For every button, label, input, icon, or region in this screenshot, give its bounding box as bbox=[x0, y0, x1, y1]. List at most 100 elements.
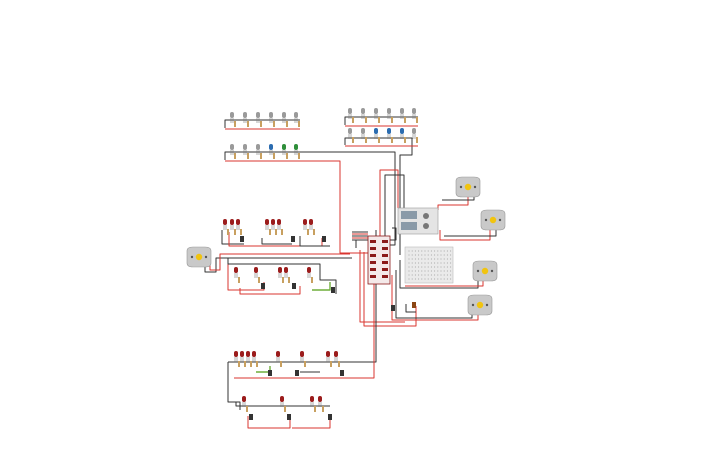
breadboard-hole bbox=[440, 266, 442, 268]
wire bbox=[355, 239, 368, 248]
led bbox=[282, 144, 286, 155]
wire bbox=[292, 418, 331, 429]
led-body bbox=[294, 112, 298, 118]
breadboard-hole bbox=[421, 278, 423, 280]
led-body bbox=[223, 219, 227, 225]
led bbox=[361, 108, 365, 119]
led bbox=[269, 112, 273, 123]
resistor bbox=[378, 117, 380, 123]
led-body bbox=[277, 219, 281, 225]
breadboard-hole bbox=[440, 274, 442, 276]
led bbox=[387, 108, 391, 119]
led bbox=[294, 144, 298, 155]
breadboard-hole bbox=[414, 274, 416, 276]
led bbox=[246, 351, 250, 362]
breadboard-hole bbox=[411, 250, 413, 252]
breadboard-hole bbox=[434, 274, 436, 276]
power-knob bbox=[423, 223, 429, 229]
transistor bbox=[240, 236, 244, 242]
breadboard-hole bbox=[414, 254, 416, 256]
breadboard-hole bbox=[427, 274, 429, 276]
breadboard-hole bbox=[443, 254, 445, 256]
led-body bbox=[256, 144, 260, 150]
led-body bbox=[243, 144, 247, 150]
breadboard-hole bbox=[421, 258, 423, 260]
breadboard-hole bbox=[437, 250, 439, 252]
led-body bbox=[243, 112, 247, 118]
wire bbox=[224, 119, 300, 128]
led-body bbox=[361, 128, 365, 134]
resistor bbox=[280, 361, 282, 367]
led-body bbox=[256, 112, 260, 118]
led-body bbox=[252, 351, 256, 357]
led-body bbox=[326, 351, 330, 357]
transistor bbox=[292, 283, 296, 289]
breadboard-hole bbox=[427, 250, 429, 252]
led bbox=[280, 396, 284, 407]
breadboard-hole bbox=[421, 266, 423, 268]
resistor bbox=[284, 406, 286, 412]
transistor bbox=[287, 414, 291, 420]
breadboard-hole bbox=[446, 270, 448, 272]
led bbox=[236, 219, 240, 230]
breadboard-hole bbox=[430, 258, 432, 260]
breadboard-hole bbox=[424, 266, 426, 268]
breadboard-hole bbox=[446, 266, 448, 268]
led-body bbox=[234, 351, 238, 357]
resistor bbox=[246, 406, 248, 412]
transistor bbox=[328, 414, 332, 420]
wire bbox=[405, 304, 416, 313]
motor-terminal bbox=[473, 185, 477, 189]
controller-pin bbox=[370, 247, 376, 250]
breadboard-hole bbox=[430, 266, 432, 268]
led bbox=[318, 396, 322, 407]
breadboard-hole bbox=[421, 270, 423, 272]
resistor bbox=[269, 229, 271, 235]
breadboard-hole bbox=[411, 270, 413, 272]
breadboard-hole bbox=[450, 258, 452, 260]
led-body bbox=[387, 128, 391, 134]
led bbox=[400, 128, 404, 139]
breadboard-hole bbox=[450, 262, 452, 264]
transistor bbox=[391, 305, 395, 311]
breadboard-hole bbox=[418, 258, 420, 260]
wire bbox=[363, 252, 417, 327]
led bbox=[223, 219, 227, 230]
breadboard-hole bbox=[430, 274, 432, 276]
led-body bbox=[303, 219, 307, 225]
wire bbox=[391, 275, 479, 321]
wire bbox=[256, 366, 271, 373]
led bbox=[361, 128, 365, 139]
resistor bbox=[365, 137, 367, 143]
breadboard-hole bbox=[418, 266, 420, 268]
wire bbox=[224, 151, 300, 160]
resistor bbox=[298, 121, 300, 127]
breadboard-hole bbox=[424, 254, 426, 256]
breadboard-hole bbox=[437, 258, 439, 260]
resistor bbox=[322, 406, 324, 412]
motor-terminal bbox=[459, 185, 463, 189]
led bbox=[256, 144, 260, 155]
breadboard-hole bbox=[427, 270, 429, 272]
resistor bbox=[391, 137, 393, 143]
breadboard-hole bbox=[418, 262, 420, 264]
wire bbox=[234, 250, 375, 379]
led bbox=[230, 219, 234, 230]
resistor bbox=[260, 121, 262, 127]
wire bbox=[299, 236, 330, 247]
resistor bbox=[313, 229, 315, 235]
breadboard-hole bbox=[434, 250, 436, 252]
led-body bbox=[284, 267, 288, 273]
transistor bbox=[322, 236, 326, 242]
led bbox=[256, 112, 260, 123]
resistor bbox=[416, 117, 418, 123]
wire bbox=[395, 270, 473, 319]
resistor bbox=[238, 361, 240, 367]
wire bbox=[442, 196, 475, 201]
led bbox=[307, 267, 311, 278]
breadboard-hole bbox=[446, 274, 448, 276]
led-body bbox=[361, 108, 365, 114]
wire bbox=[227, 362, 241, 410]
wire bbox=[209, 253, 350, 271]
breadboard-hole bbox=[411, 258, 413, 260]
